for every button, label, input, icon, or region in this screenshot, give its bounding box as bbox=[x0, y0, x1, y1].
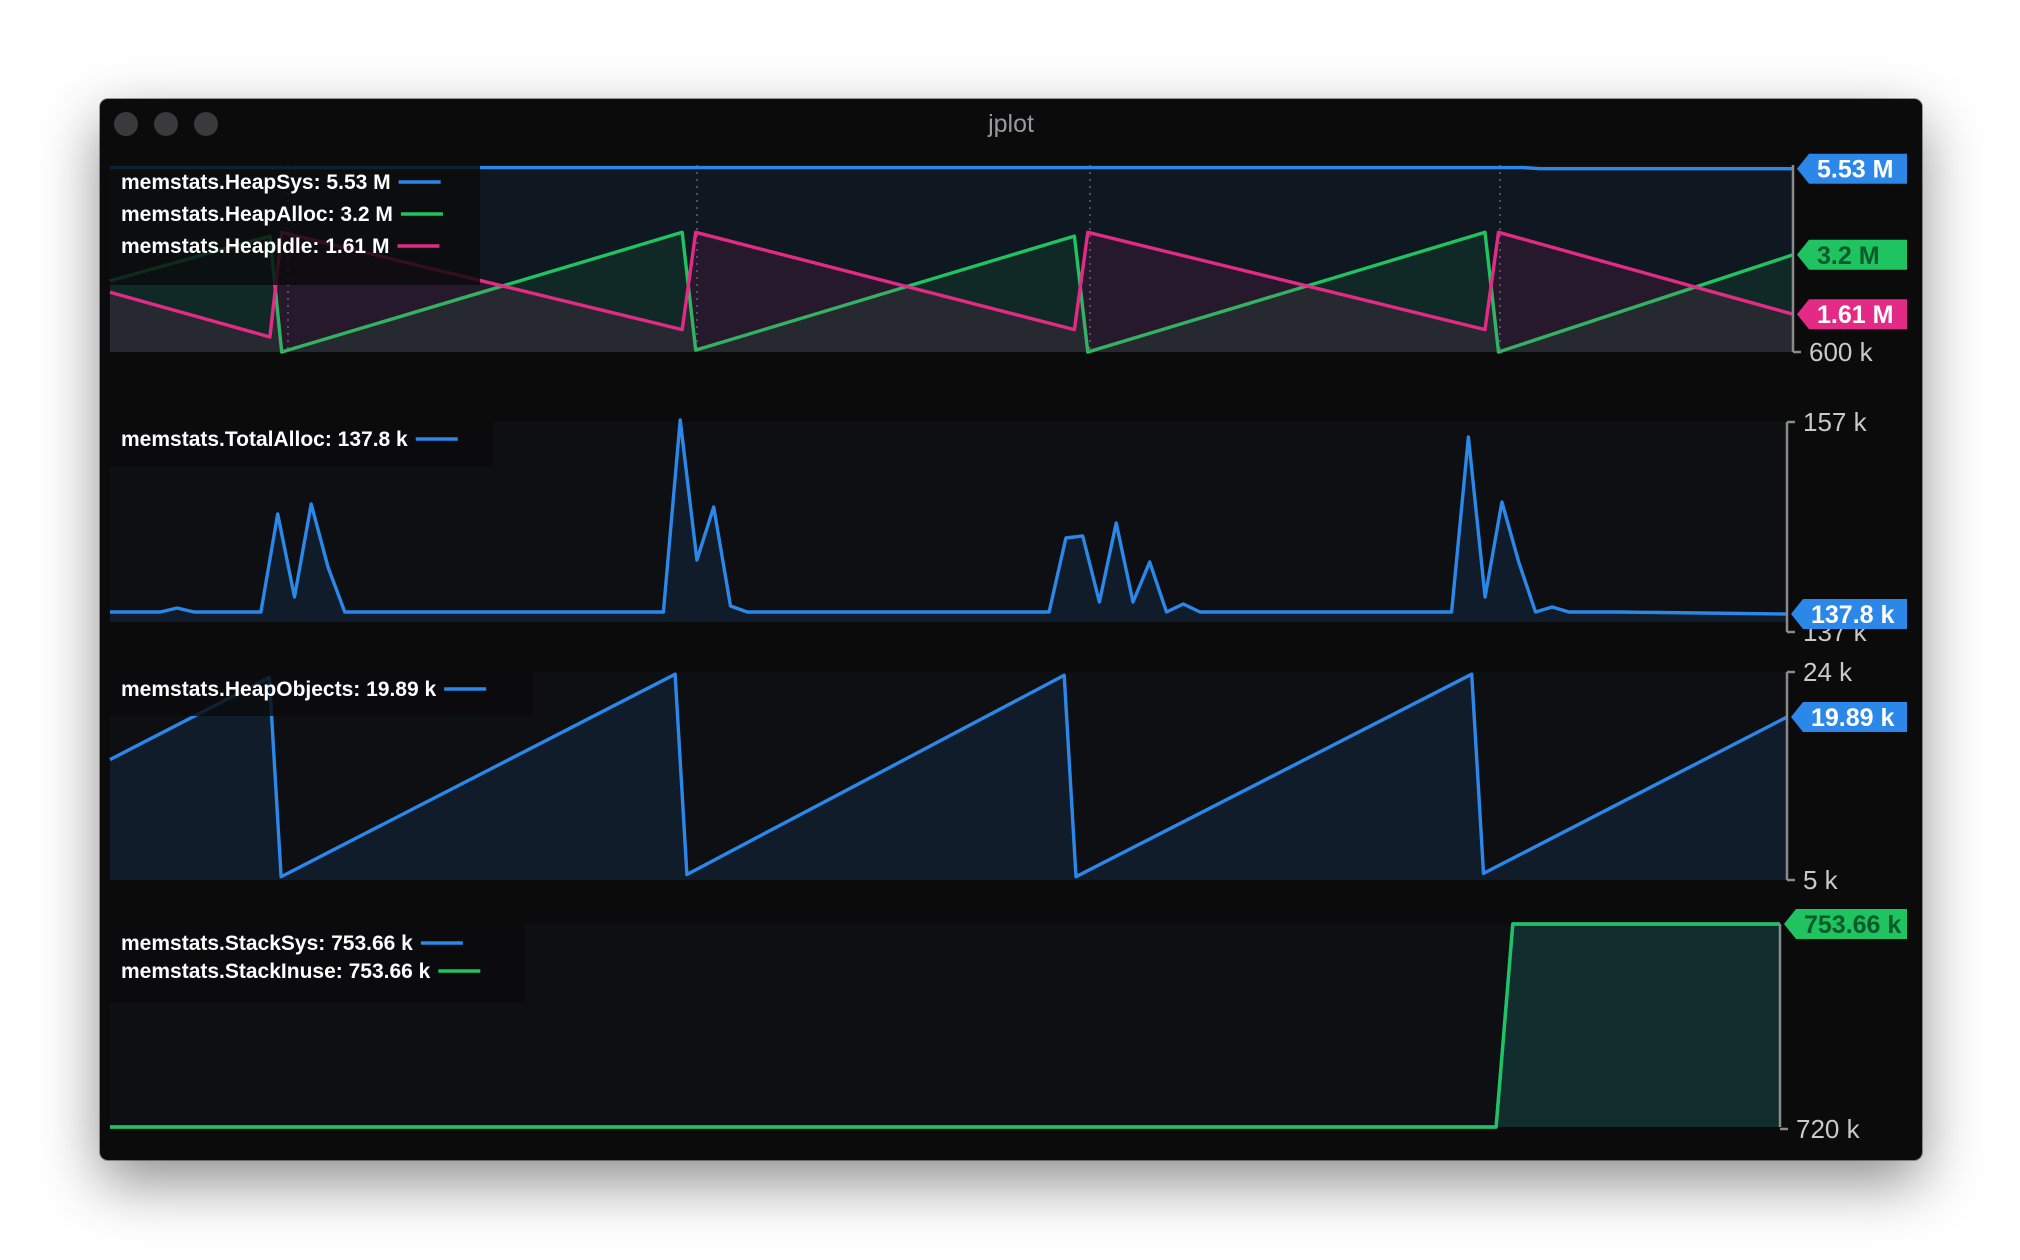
value-flag-label: 19.89 k bbox=[1811, 704, 1895, 732]
value-flag bbox=[1797, 299, 1907, 330]
legend-background bbox=[110, 165, 480, 285]
legend-entry: memstats.HeapAlloc: 3.2 M bbox=[121, 203, 393, 226]
y-tick-label: 157 k bbox=[1803, 407, 1868, 437]
value-flag bbox=[1797, 153, 1907, 184]
charts-area: 600 k 5.53 M 3.2 M 1.61 M memstats.HeapSys: … bbox=[109, 153, 1907, 1144]
chart-panel-1: 600 k 5.53 M 3.2 M 1.61 M memstats.HeapSys: … bbox=[109, 153, 1907, 367]
window-title: jplot bbox=[988, 110, 1034, 138]
legend-background bbox=[110, 672, 533, 716]
series-area-1 bbox=[110, 924, 1780, 1127]
series-area-2 bbox=[110, 924, 1780, 1127]
legend: memstats.StackSys: 753.66 k memstats.Stac… bbox=[110, 924, 525, 1002]
legend: memstats.TotalAlloc: 137.8 k bbox=[110, 422, 493, 466]
series-area-1 bbox=[110, 420, 1787, 622]
value-flag-label: 1.61 M bbox=[1817, 301, 1893, 329]
close-window-button[interactable] bbox=[114, 112, 138, 136]
value-flag bbox=[1791, 599, 1907, 629]
series-line-1 bbox=[109, 672, 1788, 879]
value-flag-label: 137.8 k bbox=[1811, 601, 1895, 629]
series-line-1 bbox=[110, 418, 1788, 616]
value-flag-label: 5.53 M bbox=[1817, 156, 1893, 184]
value-flag bbox=[1791, 701, 1907, 732]
app-window: jplot 600 k 5.53 M 3.2 M 1.61 M memstats.Hea… bbox=[100, 99, 1922, 1160]
legend-background bbox=[110, 422, 493, 466]
value-flag bbox=[1797, 239, 1907, 270]
legend-entry: memstats.StackSys: 753.66 k bbox=[121, 932, 413, 955]
y-tick-label: 600 k bbox=[1809, 337, 1874, 367]
legend-entry: memstats.TotalAlloc: 137.8 k bbox=[121, 428, 408, 451]
value-flag bbox=[1784, 909, 1907, 939]
series-area-1 bbox=[110, 167, 1793, 352]
title-bar: jplot bbox=[100, 99, 1922, 149]
series-area-1 bbox=[110, 674, 1787, 880]
legend-entry: memstats.HeapSys: 5.53 M bbox=[121, 171, 391, 194]
chart-panel-4: 720 k 753.66 k memstats.StackSys: 753.66 k… bbox=[110, 909, 1907, 1144]
legend-background bbox=[110, 924, 525, 1002]
legend-entry: memstats.HeapObjects: 19.89 k bbox=[121, 678, 436, 701]
series-line-2 bbox=[110, 922, 1780, 1129]
legend: memstats.HeapSys: 5.53 M memstats.HeapAll… bbox=[110, 165, 480, 285]
value-flag-label: 753.66 k bbox=[1804, 911, 1901, 939]
zoom-window-button[interactable] bbox=[194, 112, 218, 136]
y-tick-label: 24 k bbox=[1803, 657, 1853, 687]
legend-entry: memstats.StackInuse: 753.66 k bbox=[121, 960, 431, 983]
series-area-2 bbox=[110, 232, 1793, 352]
y-tick-label: 5 k bbox=[1803, 865, 1839, 895]
series-area-3 bbox=[110, 232, 1793, 352]
legend-entry: memstats.HeapIdle: 1.61 M bbox=[121, 235, 389, 258]
value-flag-label: 3.2 M bbox=[1817, 242, 1880, 270]
legend: memstats.HeapObjects: 19.89 k bbox=[110, 672, 533, 716]
minimize-window-button[interactable] bbox=[154, 112, 178, 136]
y-tick-label: 720 k bbox=[1796, 1114, 1861, 1144]
chart-panel-3: 24 k 5 k 19.89 k memstats.HeapObjects: 19.8… bbox=[109, 657, 1907, 895]
